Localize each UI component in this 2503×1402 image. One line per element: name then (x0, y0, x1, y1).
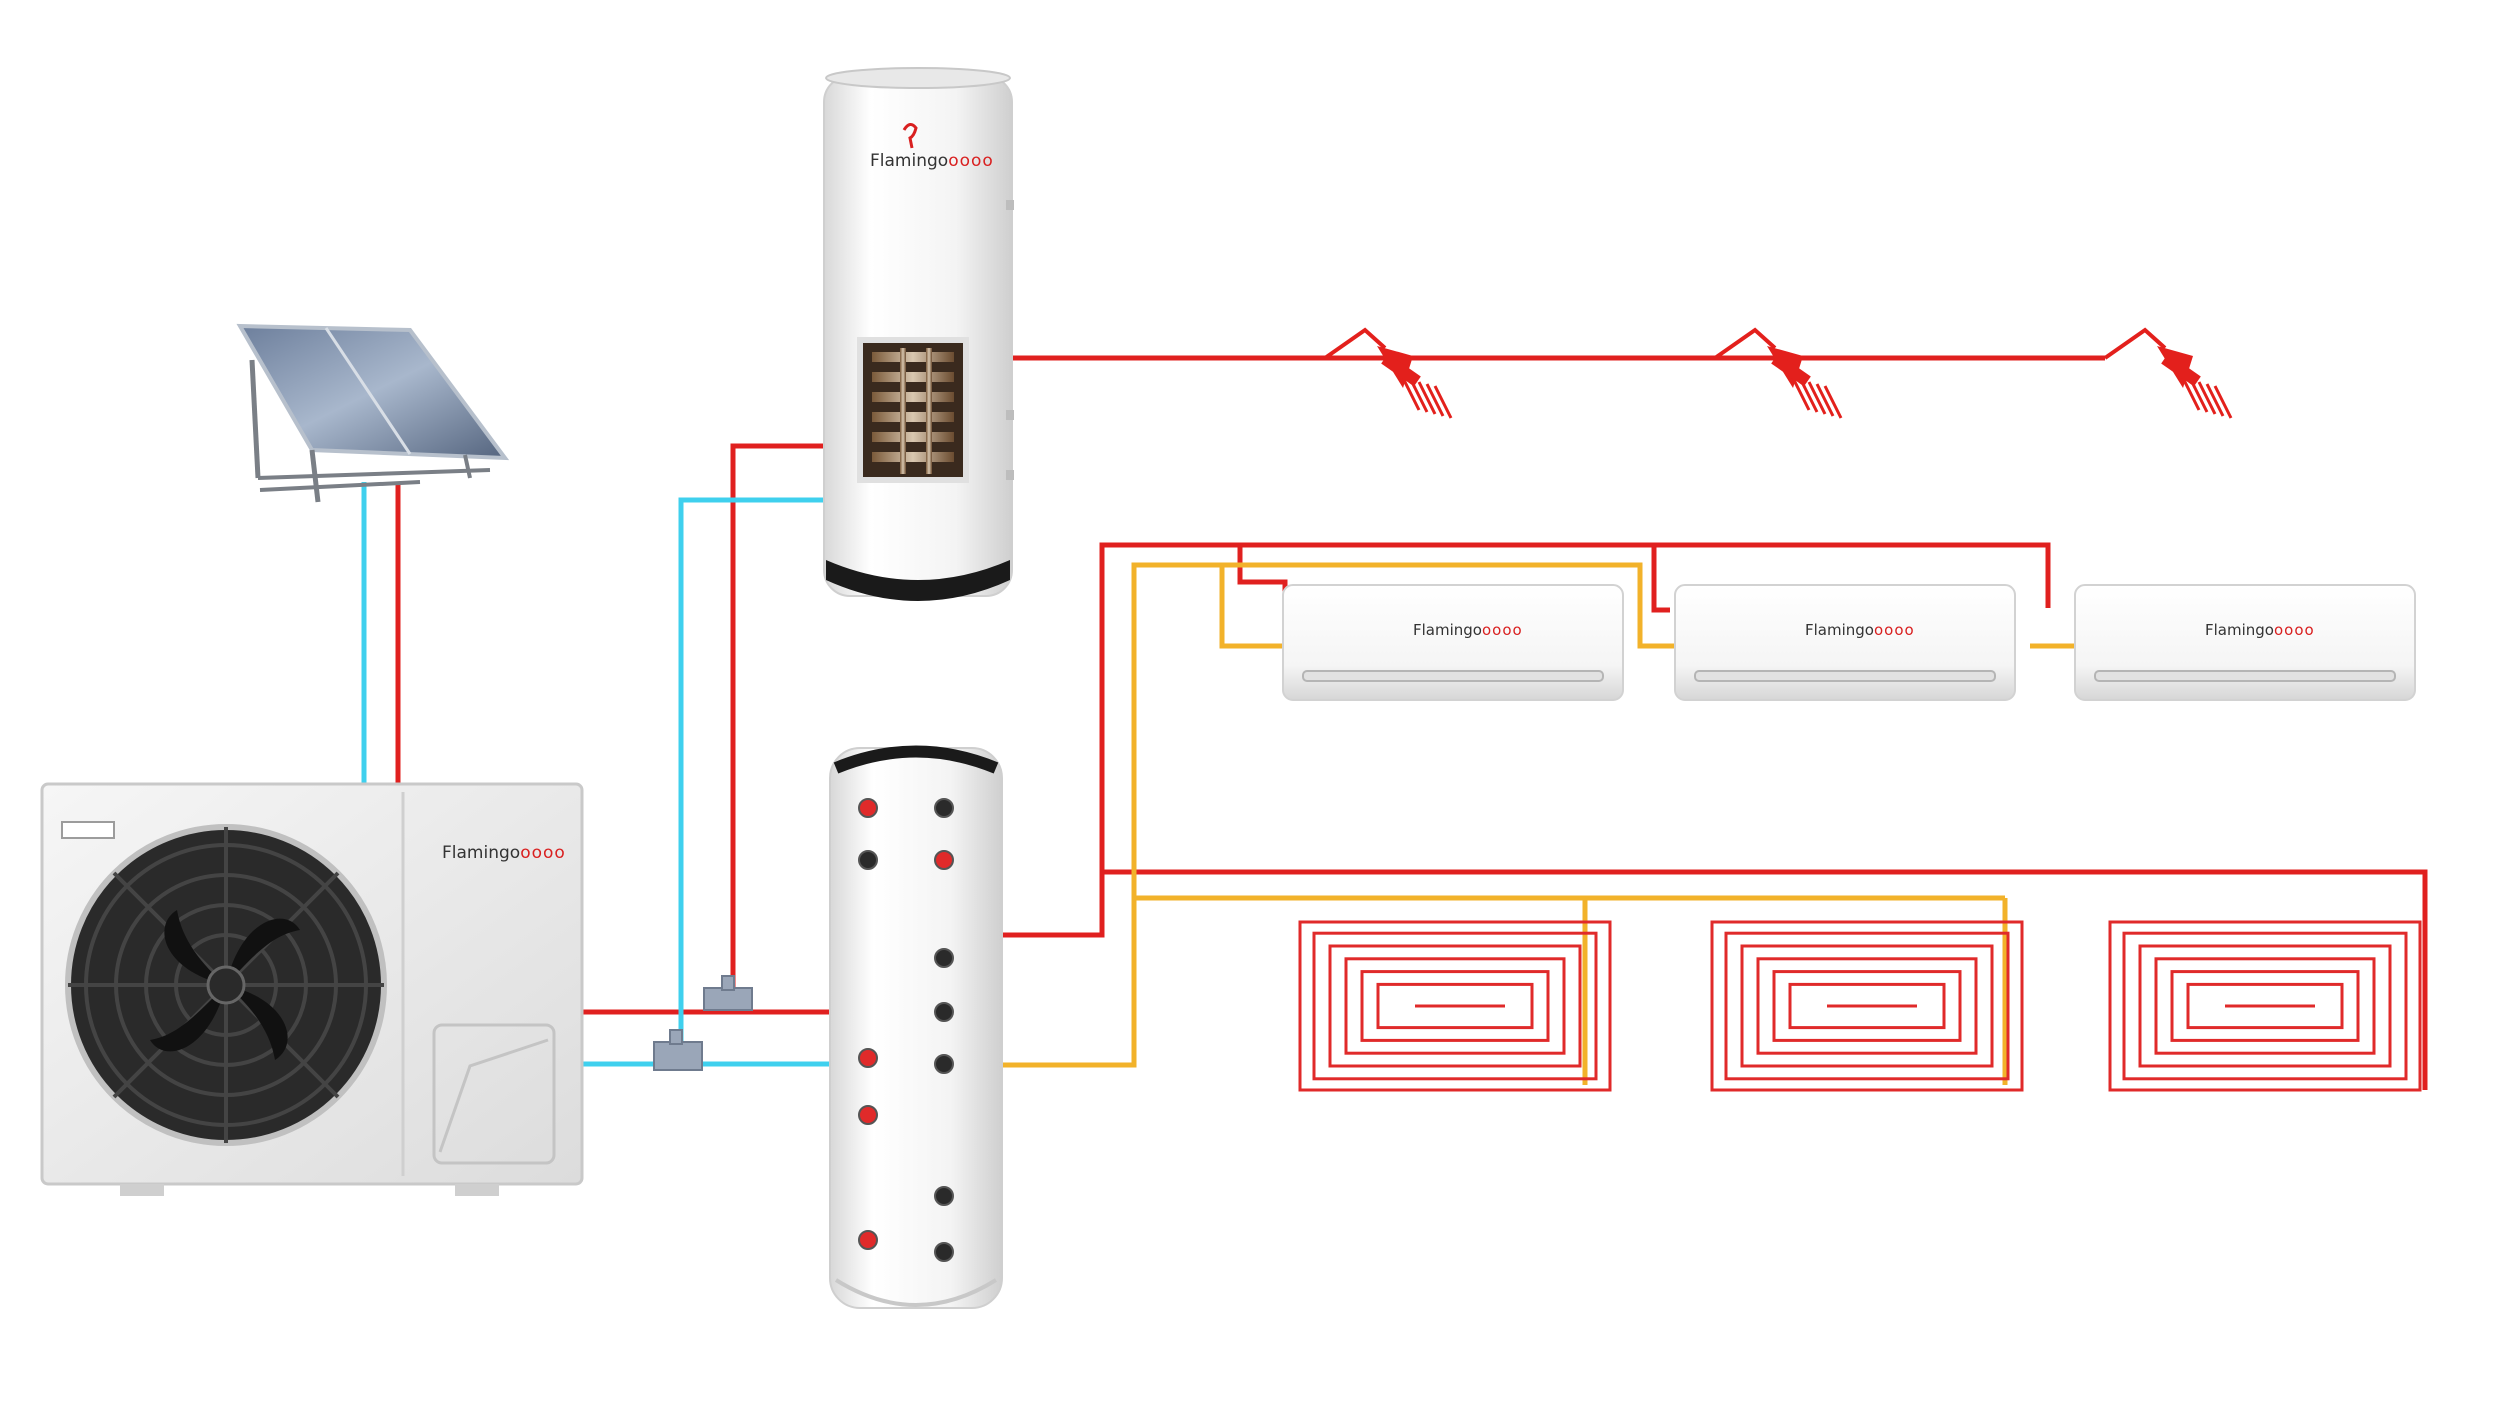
wall-mounted-ac-icon: Flamingooooo (1674, 584, 2016, 701)
underfloor-heating-coil-icon (1298, 920, 1612, 1092)
dhw-tank-brand: Flamingooooo (870, 151, 994, 171)
buffer-tank-port-icon (858, 798, 954, 1262)
shower-head-icon (2103, 327, 2233, 419)
solar-panel-icon (236, 323, 510, 503)
shower-head-icon (1323, 327, 1453, 419)
ac-brand: Flamingooooo (1805, 621, 1915, 639)
ac1-supply-branch (1237, 545, 1288, 604)
pipe-tee-connector-icon (653, 975, 753, 1071)
ac-brand: Flamingooooo (2205, 621, 2315, 639)
heat-pump-outdoor-unit-icon: Flamingooooo (40, 782, 584, 1196)
heating-supply-line (1000, 542, 2051, 938)
heating-return-line (1000, 562, 1675, 1068)
underfloor-heating-coil-icon (2108, 920, 2422, 1092)
dhw-supply-riser (730, 443, 860, 1000)
domestic-hot-water-tank-icon: Flamingooooo (823, 67, 1014, 601)
wall-mounted-ac-icon: Flamingooooo (1282, 584, 1624, 701)
floor-supply-line (1102, 869, 2428, 1090)
ac2-supply-branch (1651, 545, 1670, 613)
showers-group (1323, 327, 2233, 419)
underfloor-heating-coil-icon (1710, 920, 2024, 1092)
floor-heating-group (1298, 920, 2422, 1092)
wall-mounted-ac-icon: Flamingooooo (2074, 584, 2416, 701)
ac-brand: Flamingooooo (1413, 621, 1523, 639)
pipes (361, 355, 2428, 1090)
buffer-tank-icon (829, 745, 1003, 1309)
indoor-units-group: Flamingooooo Flamingooooo Flamingooooo (1282, 584, 2416, 701)
heat-pump-brand: Flamingooooo (442, 843, 566, 863)
dhw-return-riser (678, 497, 860, 1052)
shower-head-icon (1713, 327, 1843, 419)
ac1-return-branch (1219, 565, 1285, 649)
